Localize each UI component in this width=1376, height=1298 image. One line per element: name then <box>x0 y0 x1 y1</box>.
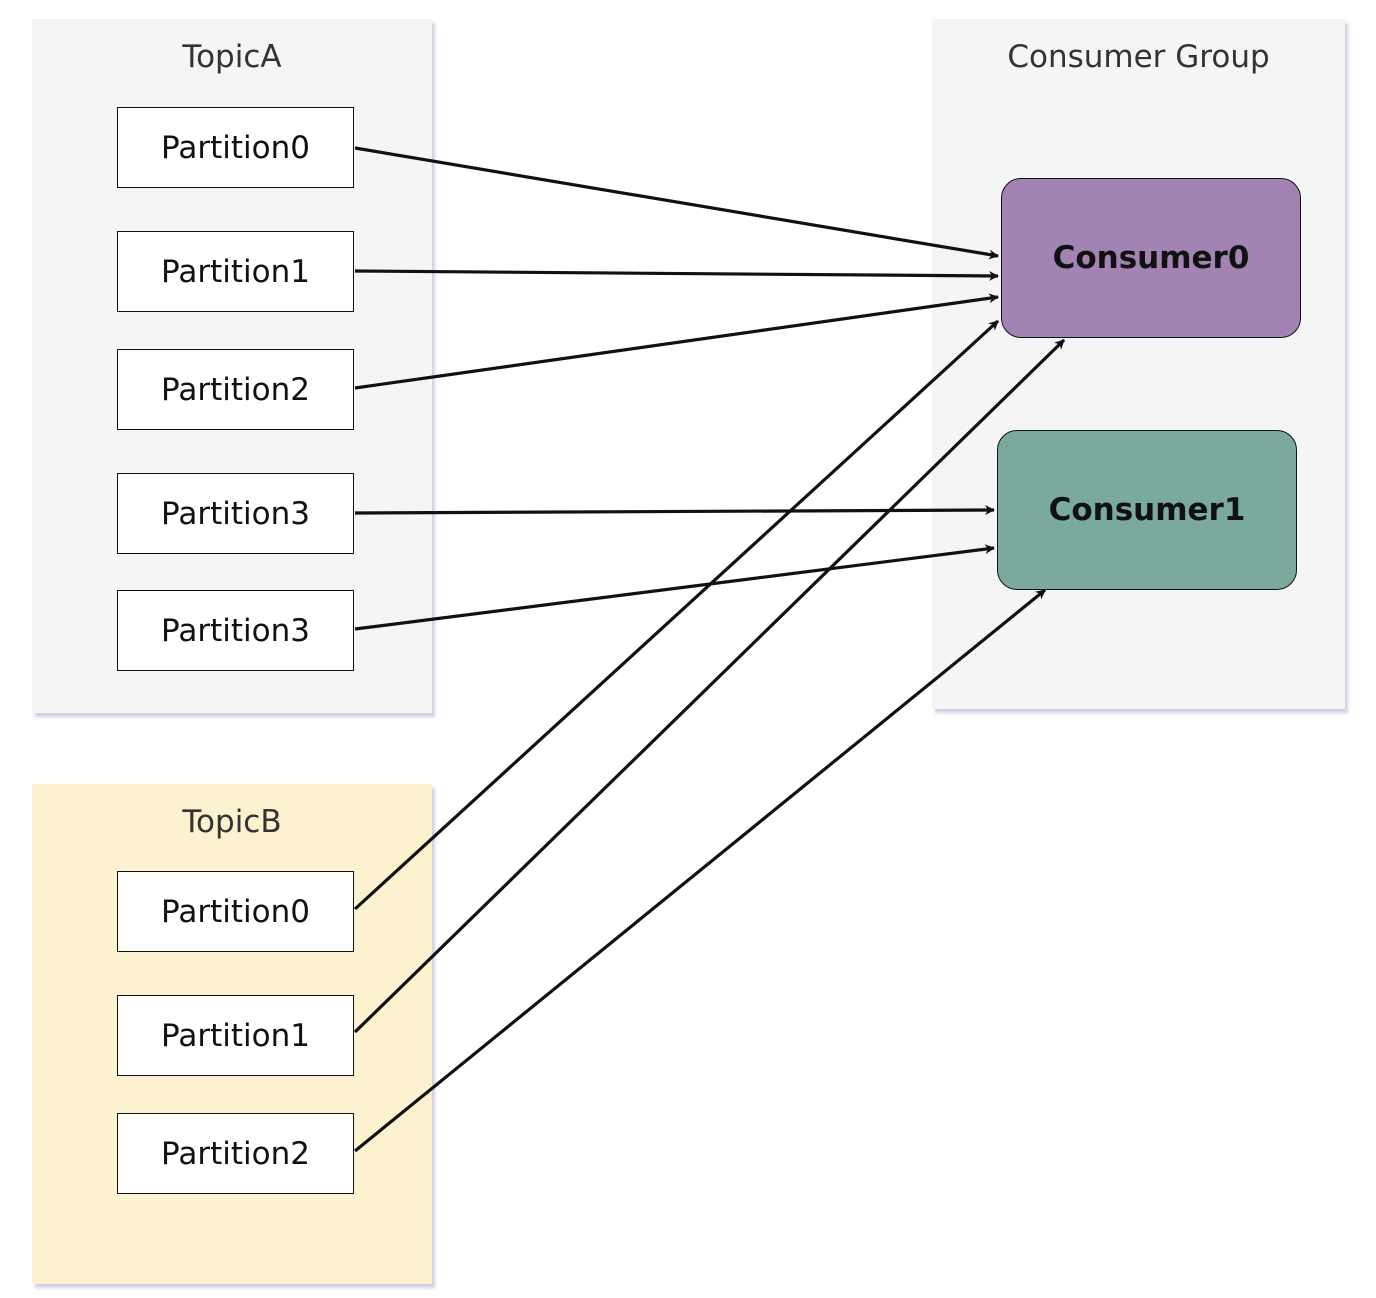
edge-topica-p3-consumer1 <box>354 505 995 516</box>
edge-topicb-p0-consumer0 <box>353 319 1000 911</box>
edge-topica-p2-consumer0 <box>354 293 999 390</box>
topic-a-partition-4[interactable]: Partition3 <box>117 590 354 671</box>
topic-a-title: TopicA <box>182 39 282 75</box>
consumer-0-node[interactable]: Consumer0 <box>1001 178 1301 338</box>
edge-topica-p0-consumer0 <box>354 146 999 260</box>
consumer-1-node[interactable]: Consumer1 <box>997 430 1297 590</box>
topic-b-partition-2[interactable]: Partition2 <box>117 1113 354 1194</box>
topic-b-title: TopicB <box>182 804 282 840</box>
topic-a-partition-1[interactable]: Partition1 <box>117 231 354 312</box>
edge-topicb-p2-consumer1 <box>353 588 1047 1153</box>
edge-topica-p1-consumer0 <box>354 269 999 281</box>
topic-b-container: TopicB <box>32 784 432 1284</box>
edge-topica-p4-consumer1 <box>354 544 995 631</box>
edge-topicb-p1-consumer0 <box>353 338 1066 1034</box>
topic-a-partition-0[interactable]: Partition0 <box>117 107 354 188</box>
consumer-group-title: Consumer Group <box>1007 39 1270 75</box>
topic-a-partition-3[interactable]: Partition3 <box>117 473 354 554</box>
topic-a-partition-2[interactable]: Partition2 <box>117 349 354 430</box>
topic-b-partition-0[interactable]: Partition0 <box>117 871 354 952</box>
consumer-group-container: Consumer Group <box>932 19 1345 709</box>
topic-b-partition-1[interactable]: Partition1 <box>117 995 354 1076</box>
